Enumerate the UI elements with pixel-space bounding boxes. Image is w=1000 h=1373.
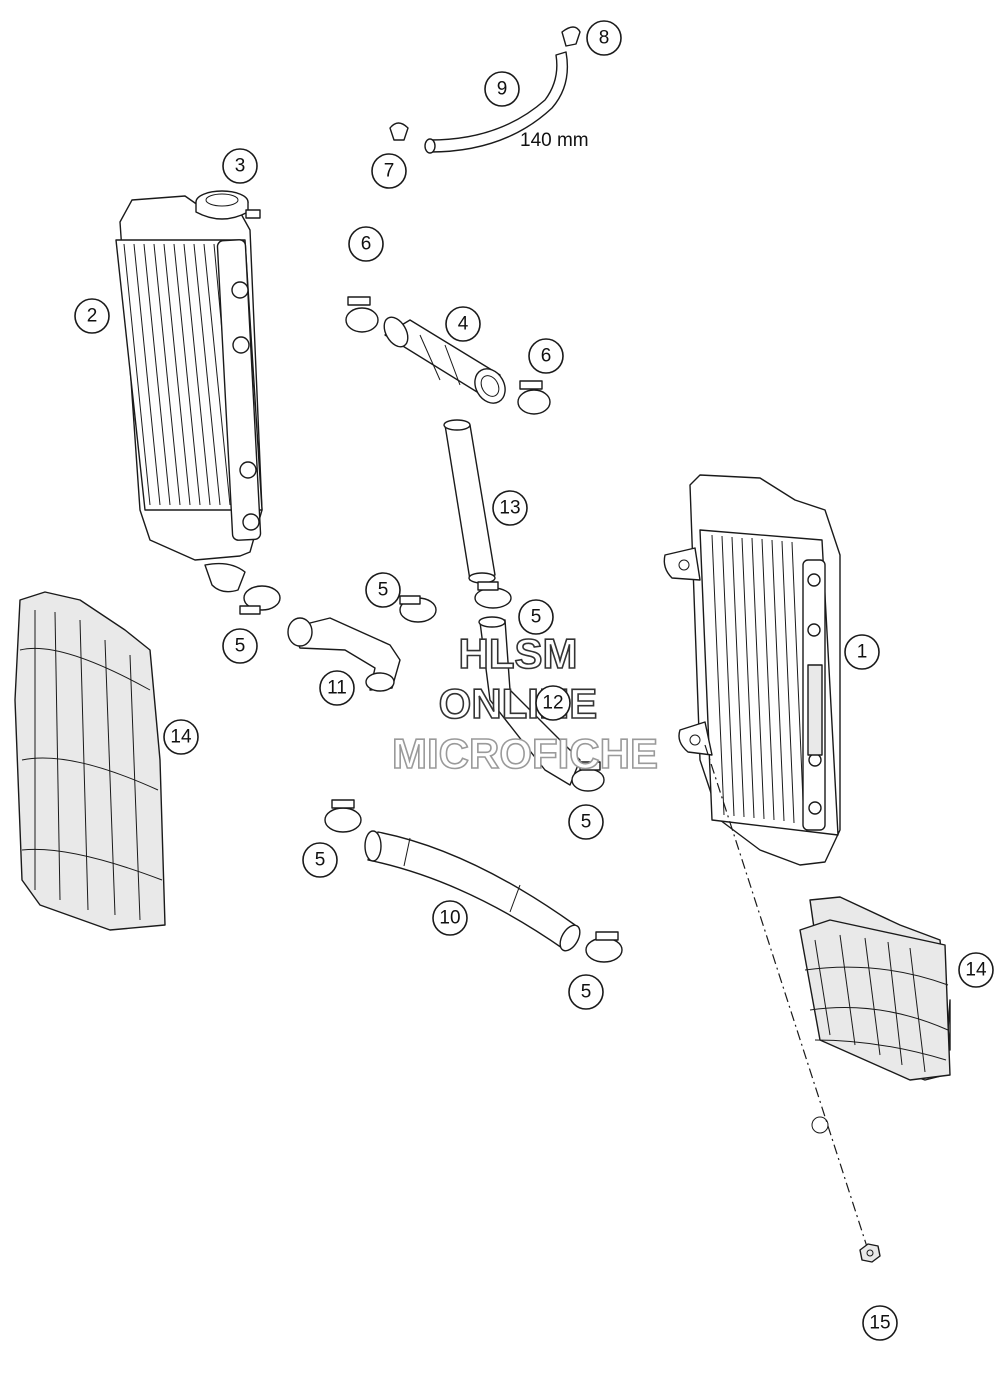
watermark-line-1: HLSM <box>459 630 578 677</box>
clamp-5-b <box>399 595 437 623</box>
callout-6-a: 6 <box>348 226 384 262</box>
callout-5b-label: 5 <box>378 580 389 601</box>
callout-15-label: 15 <box>869 1313 890 1334</box>
callout-14b-label: 14 <box>965 960 987 981</box>
callout-11: 11 <box>319 670 355 706</box>
right-radiator <box>663 474 841 866</box>
callout-10: 10 <box>432 900 468 936</box>
clamp-5-e <box>324 799 362 833</box>
nut <box>859 1243 881 1263</box>
clamp-5-c <box>474 581 512 609</box>
callout-6b-label: 6 <box>541 346 552 367</box>
callout-13: 13 <box>492 490 528 526</box>
callout-5-c: 5 <box>518 599 554 635</box>
callout-5-b: 5 <box>365 572 401 608</box>
callout-5-e: 5 <box>302 842 338 878</box>
watermark-line-2: ONLINE <box>439 680 598 727</box>
callout-4: 4 <box>445 306 481 342</box>
callout-15: 15 <box>862 1305 898 1341</box>
callout-8-label: 8 <box>599 28 610 49</box>
radiator-cap <box>195 190 261 220</box>
callout-6a-label: 6 <box>361 234 372 255</box>
left-radiator <box>115 195 263 593</box>
assembly-line <box>704 744 869 1251</box>
right-radiator-guard <box>799 896 951 1134</box>
callout-5d-label: 5 <box>581 812 592 833</box>
small-hose <box>424 51 569 154</box>
callout-9: 9 <box>484 71 520 107</box>
hose-10 <box>364 830 581 952</box>
clamp-5-d <box>571 761 605 792</box>
small-clamp-top <box>561 26 581 47</box>
callout-5f-label: 5 <box>581 982 592 1003</box>
callout-14-b: 14 <box>958 952 994 988</box>
watermark-line-3: MICROFICHE <box>392 730 658 777</box>
callout-2: 2 <box>74 298 110 334</box>
callout-14-a: 14 <box>163 719 199 755</box>
callout-1-label: 1 <box>857 642 868 663</box>
callout-3: 3 <box>222 148 258 184</box>
callout-7: 7 <box>371 153 407 189</box>
clamp-5-f <box>585 931 623 963</box>
hose-11 <box>287 617 401 692</box>
hose-connector <box>383 316 506 404</box>
callout-5-d: 5 <box>568 804 604 840</box>
callout-13-label: 13 <box>499 498 520 519</box>
callout-5-a: 5 <box>222 628 258 664</box>
callout-8: 8 <box>586 20 622 56</box>
callout-9-label: 9 <box>497 79 508 100</box>
callout-12: 12 <box>535 685 571 721</box>
callout-14a-label: 14 <box>170 727 192 748</box>
hose-length-label: 140 mm <box>520 130 589 151</box>
callout-6-b: 6 <box>528 338 564 374</box>
callout-12-label: 12 <box>542 693 563 714</box>
small-clamp-left <box>389 122 409 141</box>
left-radiator-guard <box>14 591 166 931</box>
callout-2-label: 2 <box>87 306 98 327</box>
clamp-6-right <box>517 380 551 415</box>
clamp-6-upper <box>345 296 379 333</box>
straight-tube <box>443 419 496 584</box>
callout-5c-label: 5 <box>531 607 542 628</box>
callout-5a-label: 5 <box>235 636 246 657</box>
callout-1: 1 <box>844 634 880 670</box>
callout-10-label: 10 <box>439 908 460 929</box>
clamp-5-a <box>239 585 281 615</box>
callout-7-label: 7 <box>384 161 395 182</box>
hose-12 <box>478 616 581 786</box>
callout-3-label: 3 <box>235 156 246 177</box>
watermark: HLSM ONLINE MICROFICHE <box>391 629 659 778</box>
callout-5-f: 5 <box>568 974 604 1010</box>
callout-4-label: 4 <box>458 314 469 335</box>
callout-11-label: 11 <box>327 678 347 699</box>
callout-5e-label: 5 <box>315 850 326 871</box>
